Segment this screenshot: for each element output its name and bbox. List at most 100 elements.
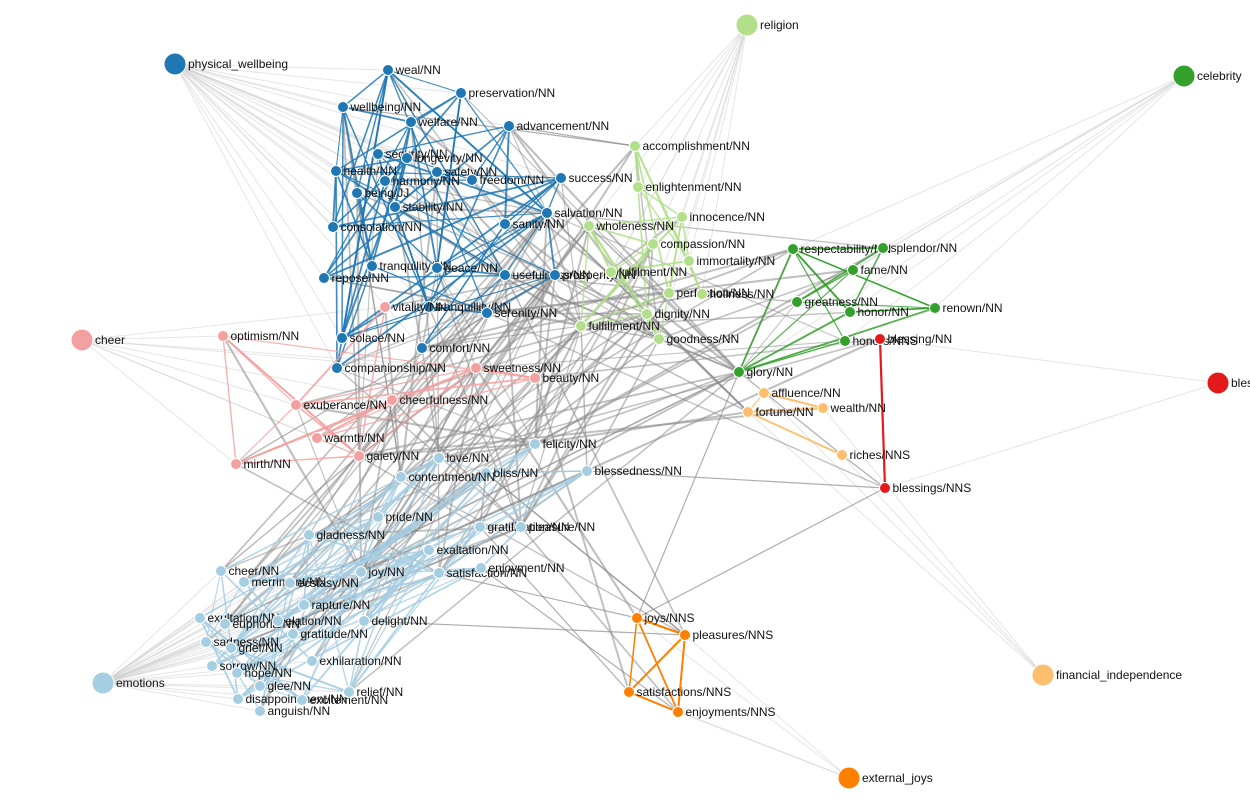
node-fulfilment-nn[interactable]: fulfilment/NN — [605, 265, 688, 279]
node-dot[interactable] — [837, 766, 861, 790]
node-dot[interactable] — [330, 165, 342, 177]
node-gratitude-nn[interactable]: gratitude/NN — [287, 627, 368, 641]
node-dot[interactable] — [1172, 64, 1196, 88]
node-dot[interactable] — [206, 660, 218, 672]
node-dot[interactable] — [225, 642, 237, 654]
node-dot[interactable] — [306, 655, 318, 667]
node-dot[interactable] — [817, 402, 829, 414]
node-gladness-nn[interactable]: gladness/NN — [303, 528, 386, 542]
node-dot[interactable] — [735, 13, 759, 37]
node-blessing-nn[interactable]: blessing/NN — [874, 332, 953, 346]
node-dot[interactable] — [215, 565, 227, 577]
node-dot[interactable] — [70, 328, 94, 352]
node-sweetness-nn[interactable]: sweetness/NN — [470, 361, 561, 375]
hub-node-religion[interactable]: religion — [735, 13, 799, 37]
node-dot[interactable] — [254, 705, 266, 717]
node-comfort-nn[interactable]: comfort/NN — [416, 341, 491, 355]
node-cheer-nn[interactable]: cheer/NN — [215, 564, 280, 578]
node-dot[interactable] — [337, 101, 349, 113]
node-dot[interactable] — [331, 362, 343, 374]
node-dot[interactable] — [474, 521, 486, 533]
node-satisfactions-nns[interactable]: satisfactions/NNS — [623, 685, 732, 699]
node-dot[interactable] — [475, 562, 487, 574]
node-dot[interactable] — [91, 671, 115, 695]
hub-node-financial-independence[interactable]: financial_independence — [1031, 663, 1182, 687]
node-dot[interactable] — [581, 465, 593, 477]
node-wellbeing-nn[interactable]: wellbeing/NN — [337, 100, 422, 114]
node-pleasure-nn[interactable]: pleasure/NN — [515, 520, 596, 534]
node-rapture-nn[interactable]: rapture/NN — [298, 598, 371, 612]
node-dot[interactable] — [382, 64, 394, 76]
node-security-nn[interactable]: security/NN — [372, 147, 448, 161]
node-dot[interactable] — [742, 406, 754, 418]
node-dot[interactable] — [629, 140, 641, 152]
node-exuberance-nn[interactable]: exuberance/NN — [290, 398, 387, 412]
node-dot[interactable] — [423, 301, 435, 313]
node-weal-nn[interactable]: weal/NN — [382, 63, 441, 77]
node-advancement-nn[interactable]: advancement/NN — [503, 119, 610, 133]
node-dot[interactable] — [874, 333, 886, 345]
node-dot[interactable] — [632, 181, 644, 193]
node-dot[interactable] — [623, 686, 635, 698]
node-being-jj[interactable]: being/JJ — [351, 186, 410, 200]
node-tranquillity-nn[interactable]: tranquillity/NN — [423, 300, 512, 314]
node-perfection-nn[interactable]: perfection/NN — [663, 286, 750, 300]
hub-node-physical-wellbeing[interactable]: physical_wellbeing — [163, 52, 288, 76]
node-holiness-nn[interactable]: holiness/NN — [696, 287, 775, 301]
node-dot[interactable] — [327, 221, 339, 233]
node-exaltation-nn[interactable]: exaltation/NN — [423, 543, 509, 557]
node-fame-nn[interactable]: fame/NN — [847, 263, 908, 277]
node-repose-nn[interactable]: repose/NN — [318, 271, 389, 285]
node-dot[interactable] — [787, 243, 799, 255]
node-dot[interactable] — [499, 218, 511, 230]
node-dot[interactable] — [929, 302, 941, 314]
node-wealth-nn[interactable]: wealth/NN — [817, 401, 886, 415]
node-dot[interactable] — [836, 449, 848, 461]
node-dot[interactable] — [647, 238, 659, 250]
node-dot[interactable] — [355, 566, 367, 578]
node-salvation-nn[interactable]: salvation/NN — [541, 206, 623, 220]
node-mirth-nn[interactable]: mirth/NN — [230, 457, 291, 471]
node-riches-nns[interactable]: riches/NNS — [836, 448, 911, 462]
node-dot[interactable] — [605, 266, 617, 278]
node-dot[interactable] — [358, 615, 370, 627]
node-joy-nn[interactable]: joy/NN — [355, 565, 405, 579]
node-dot[interactable] — [455, 87, 467, 99]
node-dot[interactable] — [386, 394, 398, 406]
hub-node-emotions[interactable]: emotions — [91, 671, 165, 695]
node-dot[interactable] — [1031, 663, 1055, 687]
node-dot[interactable] — [481, 307, 493, 319]
node-dot[interactable] — [296, 694, 308, 706]
node-dot[interactable] — [575, 320, 587, 332]
node-wholeness-nn[interactable]: wholeness/NN — [583, 219, 674, 233]
node-dot[interactable] — [372, 511, 384, 523]
node-serenity-nn[interactable]: serenity/NN — [481, 306, 558, 320]
hub-node-bles[interactable]: bles — [1206, 371, 1250, 395]
node-longevity-nn[interactable]: longevity/NN — [401, 151, 483, 165]
node-dot[interactable] — [395, 471, 407, 483]
node-dot[interactable] — [431, 262, 443, 274]
node-dot[interactable] — [679, 629, 691, 641]
node-honor-nn[interactable]: honor/NN — [844, 305, 909, 319]
node-dot[interactable] — [194, 612, 206, 624]
node-solace-nn[interactable]: solace/NN — [336, 331, 405, 345]
node-pride-nn[interactable]: pride/NN — [372, 510, 433, 524]
node-harmony-nn[interactable]: harmony/NN — [379, 174, 460, 188]
node-dot[interactable] — [401, 152, 413, 164]
node-blessings-nns[interactable]: blessings/NNS — [879, 481, 972, 495]
node-fulfillment-nn[interactable]: fulfillment/NN — [575, 319, 660, 333]
node-dot[interactable] — [676, 211, 688, 223]
node-dot[interactable] — [163, 52, 187, 76]
node-hope-nn[interactable]: hope/NN — [231, 666, 292, 680]
node-dot[interactable] — [416, 342, 428, 354]
node-immortality-nn[interactable]: immortality/NN — [683, 254, 776, 268]
node-enjoyments-nns[interactable]: enjoyments/NNS — [672, 705, 776, 719]
node-delight-nn[interactable]: delight/NN — [358, 614, 428, 628]
node-dot[interactable] — [696, 288, 708, 300]
node-dot[interactable] — [290, 399, 302, 411]
node-preservation-nn[interactable]: preservation/NN — [455, 86, 556, 100]
node-dot[interactable] — [431, 166, 443, 178]
node-dot[interactable] — [653, 333, 665, 345]
node-beauty-nn[interactable]: beauty/NN — [529, 371, 600, 385]
node-dot[interactable] — [503, 120, 515, 132]
